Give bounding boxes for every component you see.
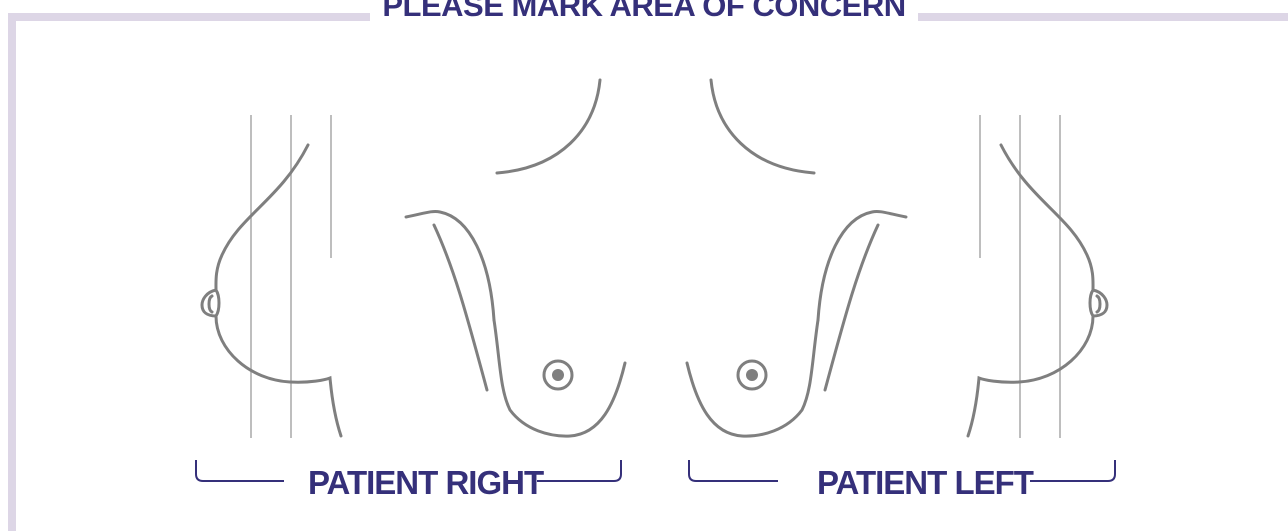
right-profile-guide-lines bbox=[251, 115, 331, 438]
right-profile-breast[interactable] bbox=[202, 145, 341, 436]
left-profile-lower-contour bbox=[968, 316, 1093, 436]
left-shoulder-contour bbox=[711, 80, 814, 173]
left-profile-areola bbox=[1097, 296, 1100, 312]
patient-left-bracket-left bbox=[689, 460, 778, 481]
patient-left-bracket-right bbox=[1030, 460, 1115, 481]
right-profile-lower-contour bbox=[216, 316, 341, 436]
right-profile-upper-contour bbox=[216, 145, 308, 290]
right-frontal-nipple-icon bbox=[552, 369, 564, 381]
patient-right-bracket-right bbox=[537, 460, 621, 481]
right-profile-areola bbox=[209, 296, 212, 312]
right-frontal-breast[interactable] bbox=[406, 80, 625, 436]
patient-right-bracket-left bbox=[196, 460, 284, 481]
right-shoulder-contour bbox=[497, 80, 600, 173]
patient-right-label: PATIENT RIGHT bbox=[308, 464, 543, 502]
left-profile-breast[interactable] bbox=[968, 145, 1107, 436]
left-profile-upper-contour bbox=[1001, 145, 1093, 290]
left-frontal-breast[interactable] bbox=[687, 80, 906, 436]
patient-left-label: PATIENT LEFT bbox=[817, 464, 1033, 502]
left-profile-guide-lines bbox=[980, 115, 1060, 438]
left-frontal-nipple-icon bbox=[746, 369, 758, 381]
